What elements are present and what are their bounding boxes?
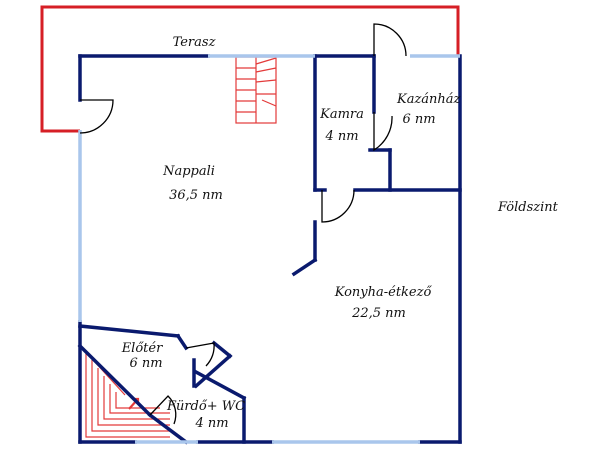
room-area-kamra: 4 nm xyxy=(325,129,359,144)
walls xyxy=(77,54,462,445)
room-area-eloter: 6 nm xyxy=(129,356,163,371)
terrace-outline xyxy=(40,5,460,133)
room-area-nappali: 36,5 nm xyxy=(169,188,223,203)
windows xyxy=(78,54,460,444)
room-name-kamra: Kamra xyxy=(320,107,364,122)
terrace-label: Terasz xyxy=(172,35,216,50)
room-name-nappali: Nappali xyxy=(163,164,215,179)
upper-stairs xyxy=(235,56,277,124)
room-name-kazanhaz: Kazánház xyxy=(397,92,461,107)
room-area-konyha: 22,5 nm xyxy=(352,306,406,321)
entrance-stairs xyxy=(82,348,170,438)
floor-level-label: Földszint xyxy=(498,200,558,215)
room-area-kazanhaz: 6 nm xyxy=(402,112,436,127)
doors xyxy=(79,23,407,425)
room-name-furdo: Fürdő+ WC xyxy=(166,399,246,414)
room-name-konyha: Konyha-étkező xyxy=(334,285,432,300)
room-name-eloter: Előtér xyxy=(121,341,163,356)
room-area-furdo: 4 nm xyxy=(195,416,229,431)
